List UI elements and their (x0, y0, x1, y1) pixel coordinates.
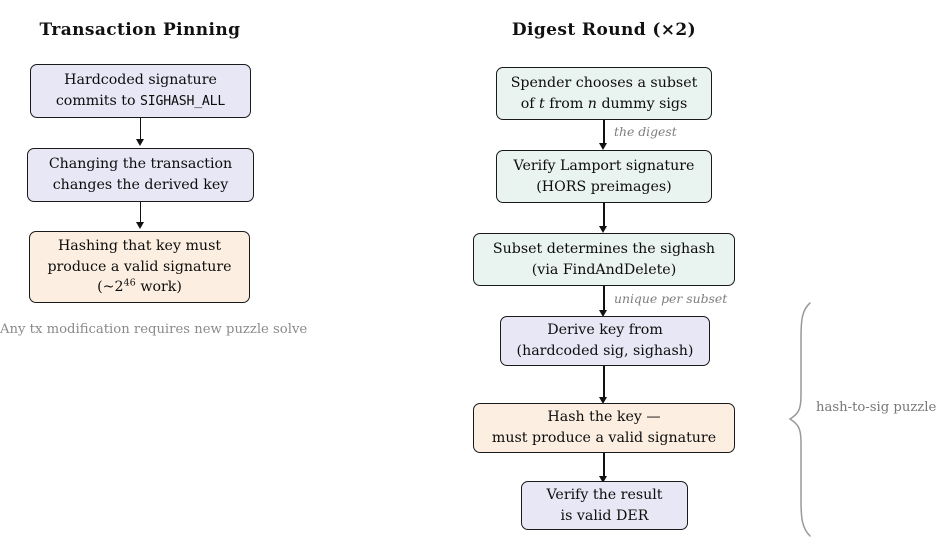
edge-r3-to-r4 (603, 286, 605, 311)
node-hardcoded-signature: Hardcoded signature commits to SIGHASH_A… (30, 64, 251, 118)
edge-label-unique-per-subset: unique per subset (614, 291, 728, 306)
node-derive-key-from: Derive key from (hardcoded sig, sighash) (500, 316, 710, 366)
edge-r5-to-r6 (603, 453, 605, 477)
edge-r1-to-r2 (603, 120, 605, 144)
node-subset-determines-sighash: Subset determines the sighash (via FindA… (473, 233, 735, 286)
node-line: Changing the transaction (48, 156, 233, 173)
edge-r2-to-r3 (603, 203, 605, 227)
node-line: Derive key from (547, 322, 663, 339)
arrowhead (599, 476, 608, 483)
node-hash-the-key: Hash the key — must produce a valid sign… (473, 403, 735, 453)
node-verify-lamport-signature: Verify Lamport signature (HORS preimages… (496, 150, 712, 203)
node-line: commits to SIGHASH_ALL (55, 91, 226, 112)
math-var-t: t (539, 95, 545, 112)
node-line: Verify Lamport signature (513, 157, 695, 174)
brace-label: hash-to-sig puzzle (816, 398, 936, 418)
sighash-all-code: SIGHASH_ALL (140, 94, 226, 109)
node-changing-transaction: Changing the transaction changes the der… (27, 148, 254, 202)
right-column-title: Digest Round (×2) (511, 20, 697, 40)
node-line: Subset determines the sighash (492, 240, 716, 257)
subset-post: dummy sigs (596, 95, 688, 112)
brace-label-line-1: hash-to-sig (816, 400, 890, 415)
arrowhead (135, 139, 144, 146)
edge-1-to-2 (139, 118, 142, 140)
node-line: changes the derived key (52, 177, 229, 193)
left-caption-line-1: Any tx modification (0, 322, 130, 337)
arrowhead (599, 143, 608, 150)
node-line: is valid DER (560, 507, 649, 524)
brace-icon (788, 302, 811, 537)
node-hashing-key-work: Hashing that key must produce a valid si… (29, 231, 250, 303)
node-spender-chooses-subset: Spender chooses a subset of t from n dum… (496, 67, 712, 120)
edge-r4-to-r5 (603, 366, 605, 398)
node-line: Spender chooses a subset (510, 74, 698, 91)
left-caption: Any tx modification requires new puzzle … (0, 320, 307, 339)
node-line: must produce a valid signature (491, 430, 717, 446)
hash-to-sig-brace (782, 300, 818, 540)
subset-pre: of (520, 95, 540, 112)
left-caption-line-2: requires new puzzle solve (133, 322, 308, 337)
node-line: (hardcoded sig, sighash) (516, 343, 694, 359)
edge-label-the-digest: the digest (614, 124, 677, 139)
left-column-title: Transaction Pinning (39, 20, 241, 40)
node-line: produce a valid signature (47, 258, 232, 275)
subset-mid: from (544, 95, 588, 112)
work-prefix: (~2 (97, 279, 124, 296)
node-line: (HORS preimages) (536, 178, 672, 195)
node-line: Verify the result (546, 486, 663, 503)
arrowhead (135, 222, 144, 229)
math-var-n: n (587, 95, 597, 112)
arrowhead (599, 397, 608, 404)
node-line: Hardcoded signature (64, 72, 217, 89)
node-line: Hashing that key must (57, 238, 222, 255)
edge-2-to-3 (139, 202, 142, 223)
arrowhead (599, 310, 608, 317)
node-line-text: commits to (55, 93, 141, 109)
node-line: Hash the key — (547, 409, 661, 426)
node-line: of t from n dummy sigs (521, 94, 688, 115)
brace-label-line-2: puzzle (893, 400, 937, 415)
work-suffix: work) (135, 279, 182, 296)
node-line-work: (~246 work) (97, 277, 182, 298)
node-verify-valid-der: Verify the result is valid DER (521, 481, 688, 530)
work-exponent: 46 (123, 277, 136, 289)
node-line: (via FindAndDelete) (531, 261, 677, 278)
arrowhead (599, 226, 608, 233)
